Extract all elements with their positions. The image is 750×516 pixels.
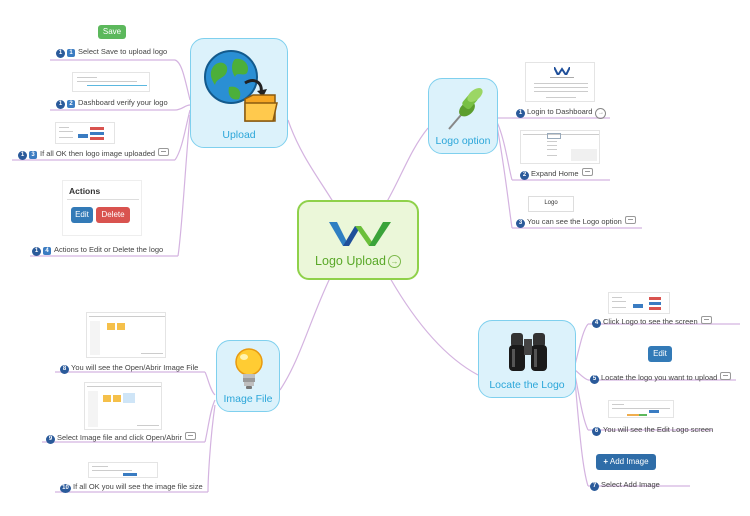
uploaded-logo-thumbnail [55, 122, 115, 144]
edit-button[interactable]: Edit [71, 207, 93, 223]
central-topic[interactable]: Logo Upload→ [297, 200, 419, 280]
branch-locate[interactable]: Locate the Logo [478, 320, 576, 398]
num-badge: 4 [592, 319, 601, 328]
note-icon[interactable] [185, 432, 197, 440]
locate-item-4-text: Select Add Image [601, 480, 660, 489]
num-badge: 9 [46, 435, 55, 444]
num-badge: 2 [520, 171, 529, 180]
num-badge: 6 [592, 427, 601, 436]
note-icon[interactable] [700, 316, 712, 324]
dashboard-thumbnail [72, 72, 150, 92]
logo-option-item-2-text: Expand Home [531, 169, 579, 178]
logo-option-item-3-text: You can see the Logo option [527, 217, 622, 226]
image-file-item-3-text: If all OK you will see the image file si… [73, 482, 203, 491]
edit-logo-screen-thumbnail [608, 400, 674, 418]
sub-badge: 4 [43, 247, 51, 255]
upload-item-2-text: Dashboard verify your logo [78, 98, 168, 107]
image-file-item-2-text: Select Image file and click Open/Abrir [57, 433, 183, 442]
branch-logo-option-title: Logo option [435, 135, 491, 147]
branch-image-file-title: Image File [223, 393, 273, 405]
logo-w-icon [329, 222, 391, 246]
num-badge: 1 [56, 49, 65, 58]
binoculars-icon [509, 333, 547, 371]
num-badge: 1 [32, 247, 41, 256]
globe-folder-icon [204, 50, 278, 122]
sub-badge: 3 [29, 151, 37, 159]
branch-locate-title: Locate the Logo [489, 379, 565, 391]
sub-badge: 2 [67, 100, 75, 108]
pushpin-icon [448, 88, 483, 130]
save-button[interactable]: Save [98, 25, 126, 39]
branch-upload-title: Upload [222, 129, 256, 141]
logo-option-panel: Logo [528, 196, 574, 212]
num-badge: 7 [590, 482, 599, 491]
note-icon[interactable] [158, 148, 170, 156]
open-dialog-thumbnail [86, 312, 166, 358]
add-image-button[interactable]: + Add Image [596, 454, 656, 470]
num-badge: 1 [516, 109, 525, 118]
note-icon[interactable] [720, 372, 732, 380]
edit-logo-button[interactable]: Edit [648, 346, 672, 362]
num-badge: 5 [590, 375, 599, 384]
link-arrow-icon[interactable]: → [387, 255, 401, 268]
branch-image-file[interactable]: Image File [216, 340, 280, 412]
actions-panel-title: Actions [69, 186, 101, 196]
note-icon[interactable] [581, 168, 593, 176]
logo-option-label: Logo [544, 200, 558, 206]
logo-option-item-1-text: Login to Dashboard [527, 107, 593, 116]
plus-icon: + [603, 457, 609, 466]
upload-item-3-text: If all OK then logo image uploaded [40, 149, 156, 158]
central-title: Logo Upload [315, 254, 386, 268]
sub-badge: 1 [67, 49, 75, 57]
note-icon[interactable] [624, 216, 636, 224]
num-badge: 3 [516, 219, 525, 228]
num-badge: 8 [60, 365, 69, 374]
locate-item-3-text: You will see the Edit Logo screen [603, 425, 714, 434]
link-arrow-icon[interactable]: → [595, 108, 607, 119]
login-dashboard-thumbnail [525, 62, 595, 102]
branch-upload[interactable]: Upload [190, 38, 288, 148]
branch-logo-option[interactable]: Logo option [428, 78, 498, 154]
actions-panel: Actions Edit Delete [62, 180, 142, 236]
num-badge: 1 [18, 151, 27, 160]
image-file-item-1-text: You will see the Open/Abrir Image File [71, 363, 199, 372]
select-image-thumbnail [84, 382, 162, 430]
lightbulb-icon [235, 348, 263, 389]
num-badge: 10 [60, 484, 71, 493]
add-image-label: Add Image [609, 457, 649, 466]
locate-item-2-text: Locate the logo you want to upload [601, 373, 718, 382]
locate-item-1-text: Click Logo to see the screen [603, 317, 698, 326]
upload-item-1-text: Select Save to upload logo [78, 47, 168, 56]
logo-screen-thumbnail [608, 292, 670, 314]
delete-button[interactable]: Delete [96, 207, 130, 223]
image-size-thumbnail [88, 462, 158, 478]
upload-item-4-text: Actions to Edit or Delete the logo [54, 245, 164, 254]
expand-home-thumbnail [520, 130, 600, 164]
num-badge: 1 [56, 100, 65, 109]
